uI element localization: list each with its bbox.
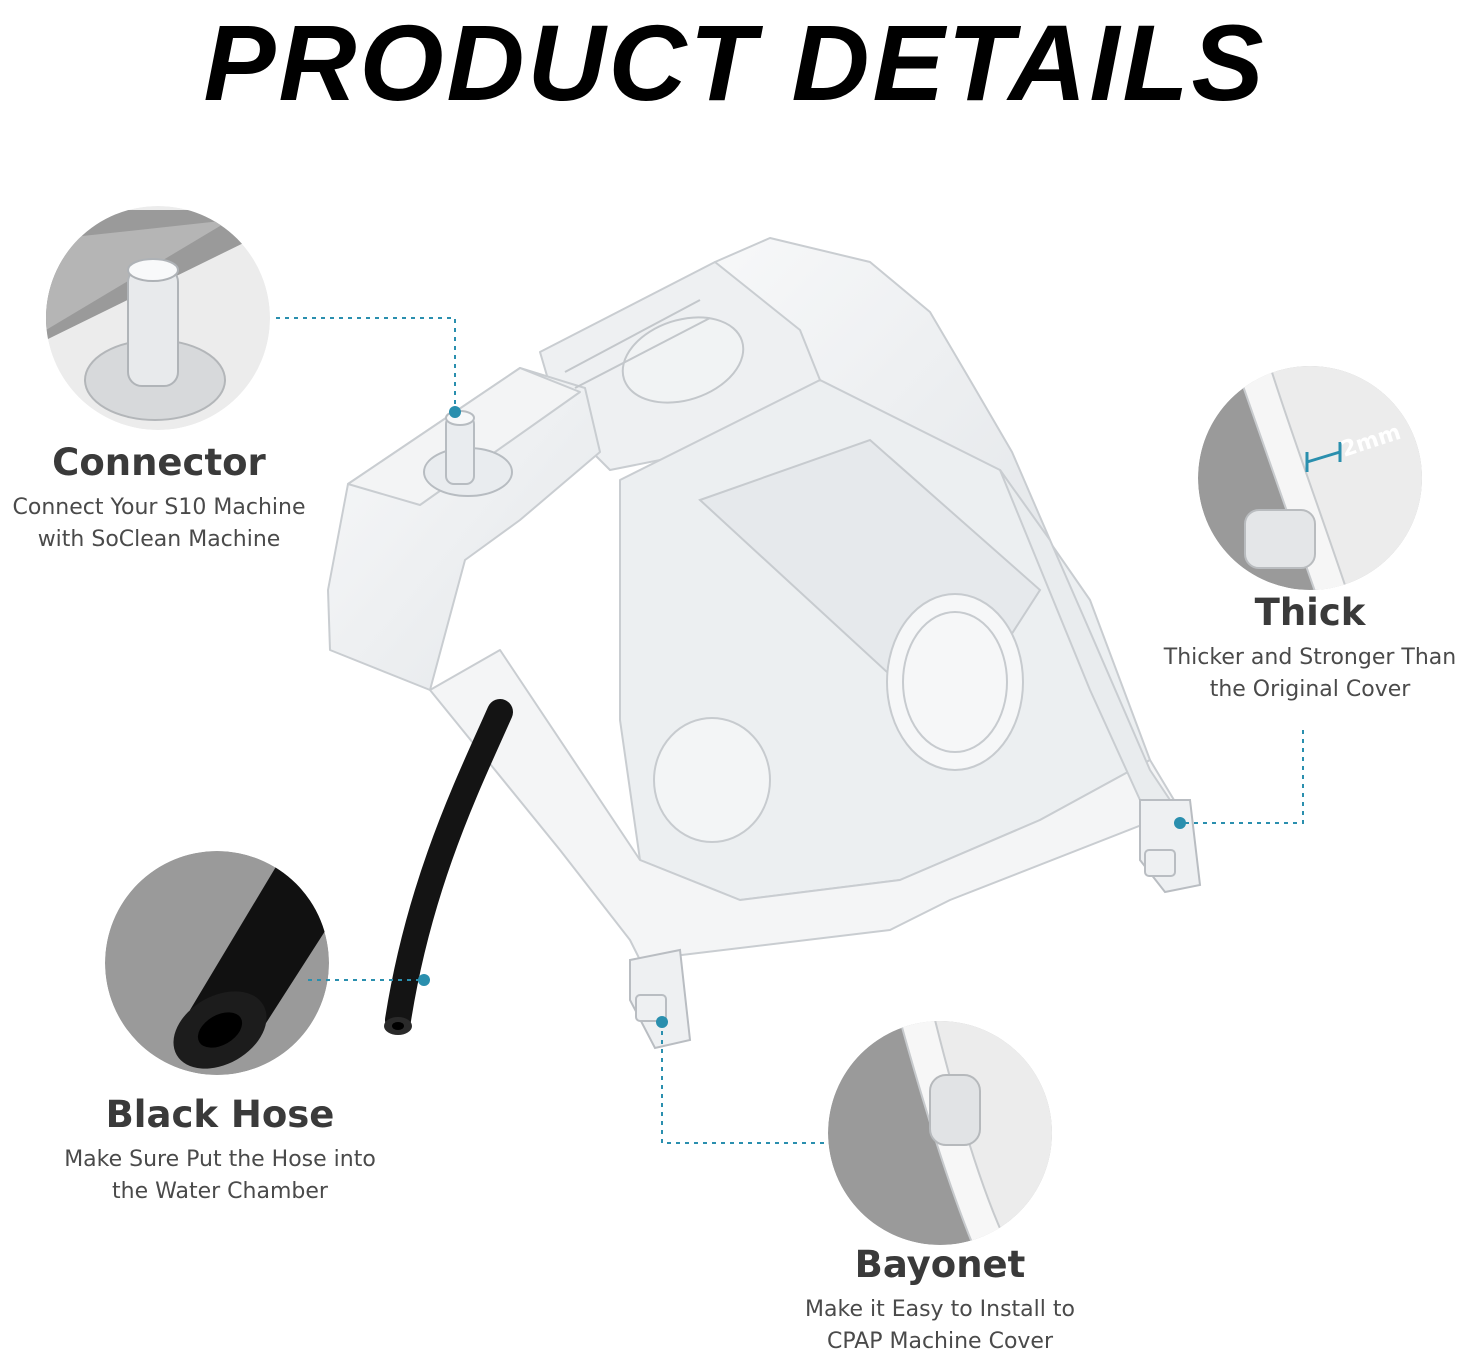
connector-hotspot-dot[interactable]: [449, 406, 461, 418]
top-ring: [564, 299, 745, 404]
thick-leader-line: [1182, 730, 1304, 824]
page-title: PRODUCT DETAILS: [203, 2, 1267, 123]
bayonet-hotspot-dot[interactable]: [656, 1016, 668, 1028]
connector-callout: Connector Connect Your S10 Machine with …: [0, 440, 318, 556]
connector-title: Connector: [52, 441, 266, 484]
bayonet-description: Make it Easy to Install to CPAP Machine …: [770, 1294, 1110, 1358]
connector-desc-line-2: with SoClean Machine: [37, 527, 281, 552]
black-hose: [385, 699, 513, 1033]
connector-nozzle: [423, 410, 513, 497]
bayonet-leader-line: [661, 1022, 826, 1144]
bayonet-callout: Bayonet Make it Easy to Install to CPAP …: [770, 1242, 1110, 1358]
latch-left: [629, 948, 692, 1050]
thick-desc-line-2: the Original Cover: [1209, 677, 1411, 702]
black-hose-desc-line-2: the Water Chamber: [112, 1179, 328, 1204]
bayonet-desc-line-1: Make it Easy to Install to: [805, 1297, 1075, 1322]
cylinder-port: [653, 438, 1042, 843]
bayonet-detail-circle: [828, 1021, 1052, 1245]
black-hose-callout: Black Hose Make Sure Put the Hose into t…: [40, 1092, 400, 1208]
thick-description: Thicker and Stronger Than the Original C…: [1150, 642, 1470, 706]
hose-hotspot-dot[interactable]: [418, 974, 430, 986]
bayonet-desc-line-2: CPAP Machine Cover: [826, 1329, 1054, 1354]
connector-desc-line-1: Connect Your S10 Machine: [12, 495, 306, 520]
thick-title: Thick: [1254, 591, 1366, 634]
black-hose-description: Make Sure Put the Hose into the Water Ch…: [40, 1144, 400, 1208]
thick-hotspot-dot[interactable]: [1174, 817, 1186, 829]
thick-callout: Thick Thicker and Stronger Than the Orig…: [1150, 590, 1470, 706]
thick-detail-circle: [1198, 366, 1422, 590]
latch-right: [1139, 799, 1202, 894]
connector-description: Connect Your S10 Machine with SoClean Ma…: [0, 492, 318, 556]
connector-detail-circle: [46, 206, 270, 430]
connector-leader-line: [276, 317, 456, 410]
hose-detail-circle: [105, 851, 329, 1075]
thick-desc-line-1: Thicker and Stronger Than: [1163, 645, 1457, 670]
black-hose-title: Black Hose: [105, 1093, 335, 1136]
bayonet-title: Bayonet: [854, 1243, 1026, 1286]
black-hose-desc-line-1: Make Sure Put the Hose into: [64, 1147, 376, 1172]
